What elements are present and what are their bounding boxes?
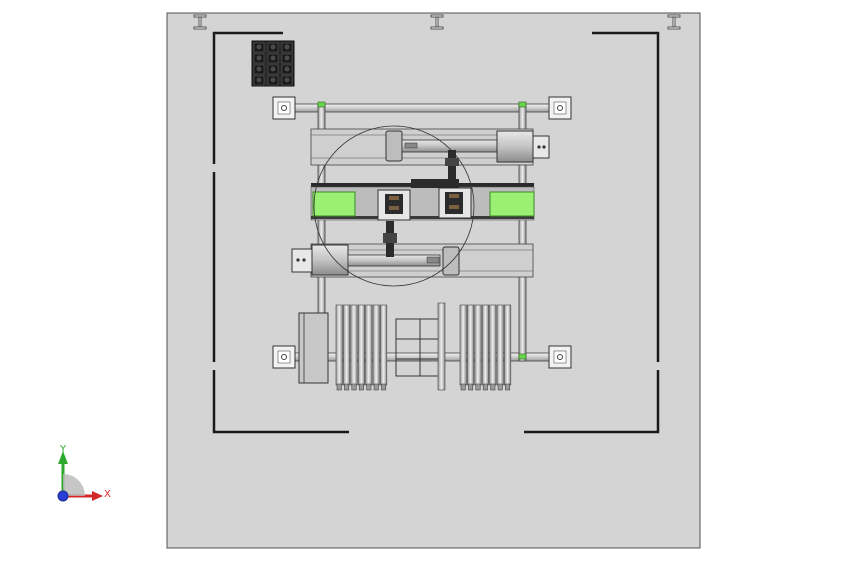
roller xyxy=(504,304,512,391)
roller xyxy=(489,304,497,391)
roller xyxy=(357,304,365,391)
upper-cylinder-module[interactable] xyxy=(310,128,550,166)
x-axis-label: X xyxy=(104,489,111,500)
beam-marker-right xyxy=(667,14,681,30)
corner-mount[interactable] xyxy=(548,96,572,120)
tray-cell xyxy=(267,53,279,64)
enclosure-frame xyxy=(212,31,660,434)
corner-mount[interactable] xyxy=(272,345,296,369)
roller xyxy=(372,304,380,391)
tray-cell xyxy=(281,64,293,75)
corner-mount[interactable] xyxy=(548,345,572,369)
tray-cell xyxy=(253,53,265,64)
arm-top[interactable] xyxy=(411,150,459,188)
parts-tray[interactable] xyxy=(251,40,295,87)
beam-marker-left xyxy=(193,14,207,30)
roller xyxy=(459,304,467,391)
roller xyxy=(335,304,343,391)
roller xyxy=(467,304,475,391)
tray-cell xyxy=(281,53,293,64)
tray-cell xyxy=(253,75,265,86)
top-rail[interactable] xyxy=(291,103,557,113)
y-axis-label: Y xyxy=(59,444,67,455)
roller xyxy=(365,304,373,391)
tray-cell xyxy=(267,64,279,75)
green-pad-left[interactable] xyxy=(312,191,356,217)
roller-stack-left[interactable] xyxy=(335,304,388,391)
tray-cell xyxy=(281,42,293,53)
tray-cell xyxy=(253,64,265,75)
roller xyxy=(350,304,358,391)
tray-cell xyxy=(267,42,279,53)
tray-cell xyxy=(267,75,279,86)
side-panel[interactable] xyxy=(298,312,329,384)
rotary-table-outline[interactable] xyxy=(313,125,475,287)
roller xyxy=(481,304,489,391)
lower-cylinder-module[interactable] xyxy=(291,243,534,278)
base-plate[interactable] xyxy=(166,12,701,549)
center-post[interactable] xyxy=(437,302,446,391)
roller xyxy=(474,304,482,391)
tray-cell xyxy=(281,75,293,86)
bottom-rail[interactable] xyxy=(291,352,557,362)
roller xyxy=(343,304,351,391)
roller-stack-right[interactable] xyxy=(459,304,512,391)
beam-marker-center xyxy=(430,14,444,30)
tray-cell xyxy=(253,42,265,53)
gripper-left[interactable] xyxy=(377,189,411,221)
green-pad-right[interactable] xyxy=(489,191,535,217)
corner-mount[interactable] xyxy=(272,96,296,120)
frame-gaps xyxy=(212,164,661,370)
gripper-right[interactable] xyxy=(438,187,472,219)
coordinate-triad: Y X xyxy=(57,444,111,502)
arm-bottom[interactable] xyxy=(383,221,397,257)
roller xyxy=(496,304,504,391)
roller xyxy=(380,304,388,391)
